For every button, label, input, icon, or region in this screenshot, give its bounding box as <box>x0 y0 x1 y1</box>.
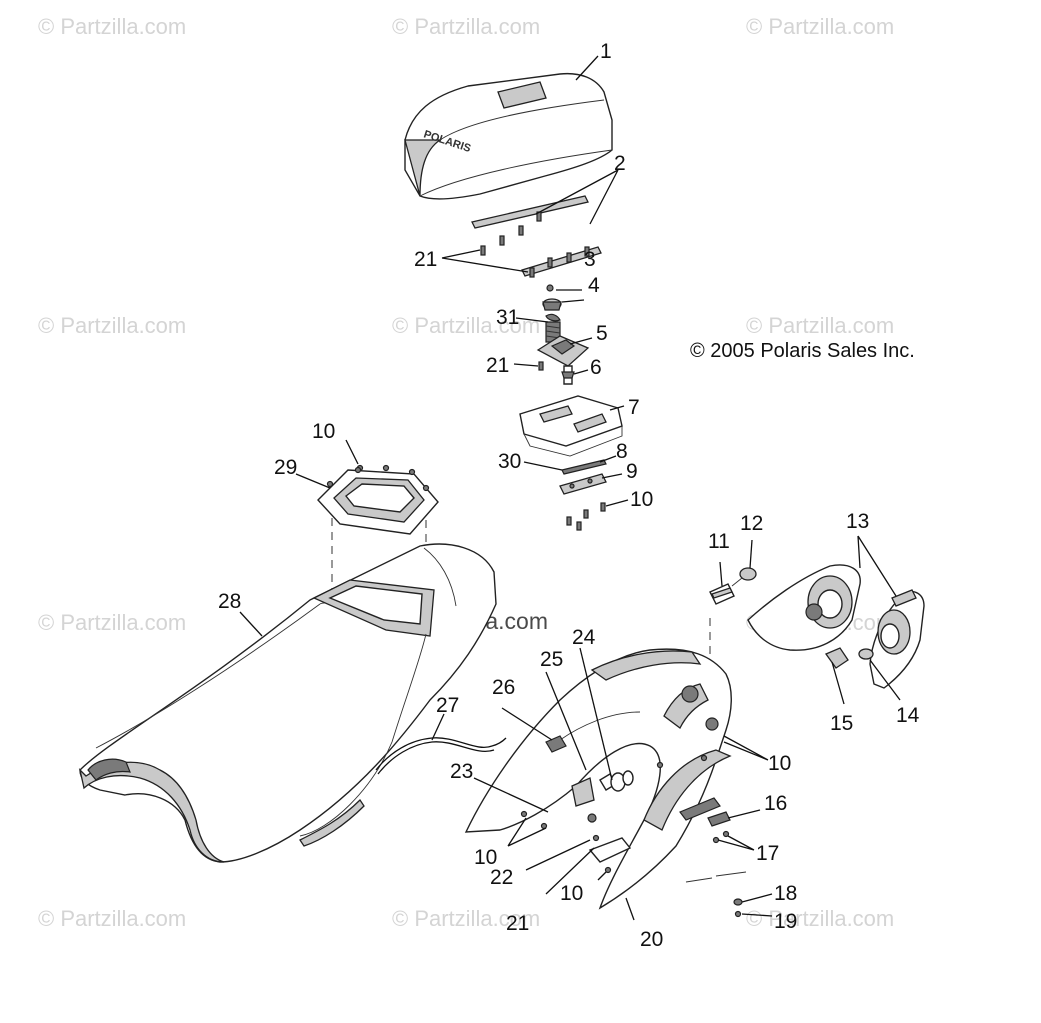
callout-22: 22 <box>490 866 513 889</box>
reflector-hardware-part <box>685 811 747 918</box>
callout-10-left: 10 <box>474 846 497 869</box>
callout-20: 20 <box>640 928 663 951</box>
callout-3: 3 <box>584 248 596 271</box>
watermark: © Partzilla.com <box>38 313 187 338</box>
callout-26: 26 <box>492 676 515 699</box>
callout-7: 7 <box>628 396 640 419</box>
callout-31: 31 <box>496 306 519 329</box>
callout-2: 2 <box>614 152 626 175</box>
watermark: © Partzilla.com <box>746 313 895 338</box>
callout-29: 29 <box>274 456 297 479</box>
watermark: © Partzilla.com <box>38 906 187 931</box>
seat-frame-part <box>317 464 439 535</box>
latch-assembly-part <box>536 284 590 385</box>
callout-18: 18 <box>774 882 797 905</box>
callout-16: 16 <box>764 792 787 815</box>
latch-plate-part <box>519 395 623 457</box>
callout-13: 13 <box>846 510 869 533</box>
release-cable-part <box>375 737 507 775</box>
watermark: © Partzilla.com <box>392 906 541 931</box>
watermark: © Partzilla.com <box>38 610 187 635</box>
light-socket-part <box>709 567 757 605</box>
hinge-bracket-part <box>559 459 607 495</box>
callout-10-bottom: 10 <box>560 882 583 905</box>
callout-10-latch: 10 <box>630 488 653 511</box>
callout-labels: 1 2 3 4 5 6 7 8 9 10 10 10 10 10 11 12 1… <box>218 40 920 951</box>
callout-14: 14 <box>896 704 920 727</box>
tail-light-part <box>747 564 925 689</box>
callout-19: 19 <box>774 910 797 933</box>
callout-9: 9 <box>626 460 638 483</box>
callout-25: 25 <box>540 648 563 671</box>
callout-8: 8 <box>616 440 628 463</box>
copyright-notice: © 2005 Polaris Sales Inc. <box>690 340 915 362</box>
callout-27: 27 <box>436 694 459 717</box>
callout-30: 30 <box>498 450 521 473</box>
callout-1: 1 <box>600 40 612 63</box>
watermark: © Partzilla.com <box>746 906 895 931</box>
callout-21-mid: 21 <box>486 354 509 377</box>
watermark: © Partzilla.com <box>746 14 895 39</box>
leader-lines <box>239 55 901 921</box>
callout-28: 28 <box>218 590 241 613</box>
callout-15: 15 <box>830 712 853 735</box>
watermark: © Partzilla.com <box>392 313 541 338</box>
callout-23: 23 <box>450 760 473 783</box>
callout-21-bottom: 21 <box>506 912 529 935</box>
callout-6: 6 <box>590 356 602 379</box>
watermark: © Partzilla.com <box>38 14 187 39</box>
callout-10-fender: 10 <box>768 752 791 775</box>
callout-10-frame: 10 <box>312 420 335 443</box>
main-seat-part <box>78 543 497 863</box>
callout-5: 5 <box>596 322 608 345</box>
callout-4: 4 <box>588 274 600 297</box>
callout-11: 11 <box>708 530 730 553</box>
callout-24: 24 <box>572 626 596 649</box>
callout-21-top: 21 <box>414 248 437 271</box>
callout-12: 12 <box>740 512 763 535</box>
watermark: © Partzilla.com <box>392 14 541 39</box>
callout-17: 17 <box>756 842 779 865</box>
mounting-strip-part <box>471 195 602 277</box>
seat-cushion-part: POLARIS <box>404 72 613 200</box>
